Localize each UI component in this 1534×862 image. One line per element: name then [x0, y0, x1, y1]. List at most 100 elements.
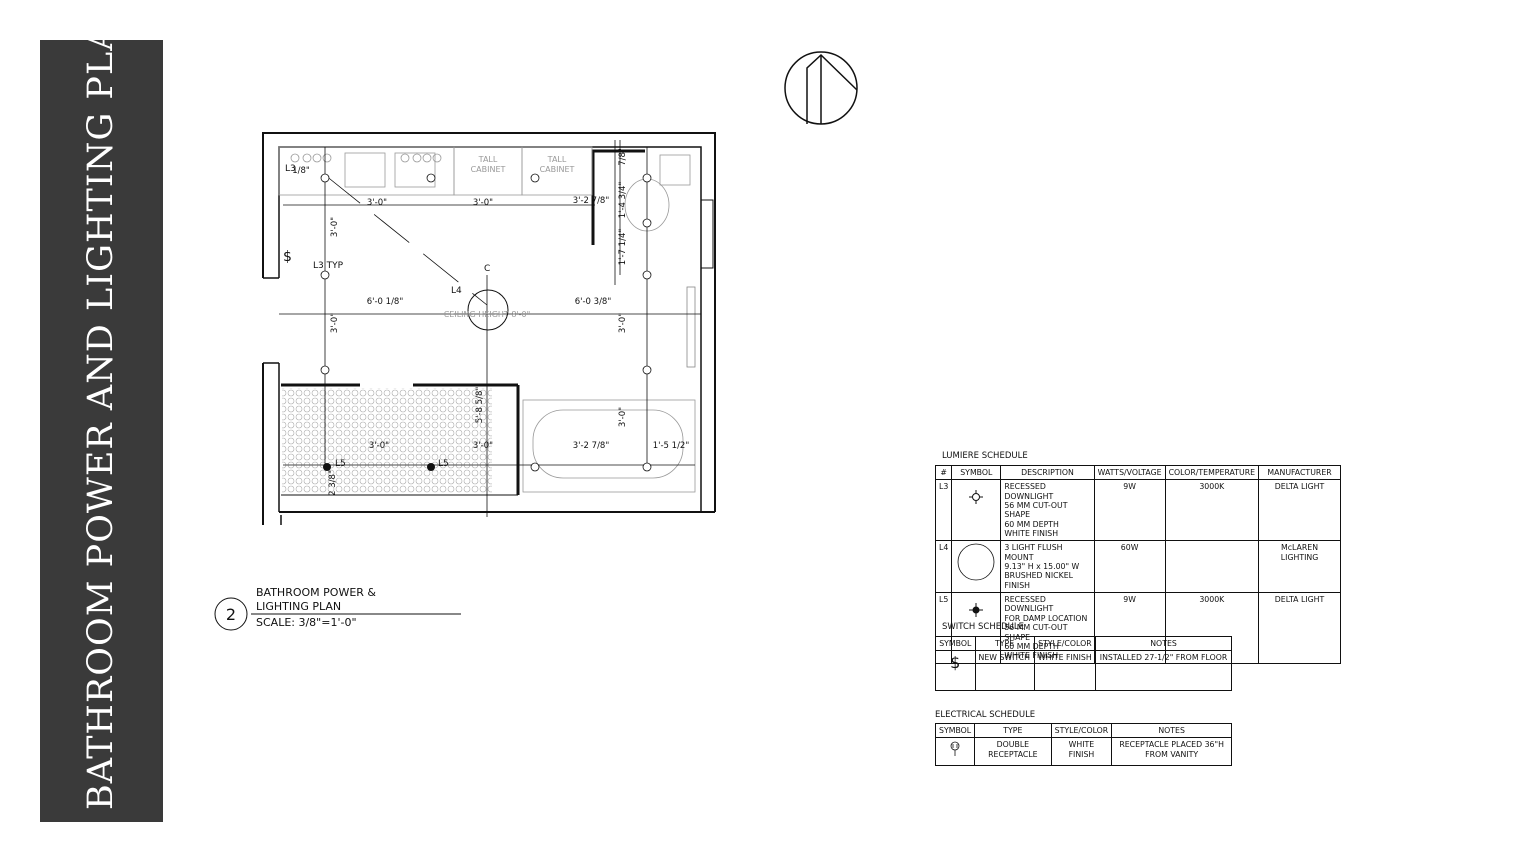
description-line: BRUSHED NICKEL [1004, 571, 1073, 581]
manufacturer-value: McLAREN LIGHTING [1258, 540, 1341, 594]
notes-value: INSTALLED 27-1/2" FROM FLOOR [1095, 650, 1232, 692]
dimension-label: 6'-0 1/8" [367, 297, 404, 307]
temperature-value: 3000K [1164, 479, 1260, 542]
manufacturer-value: DELTA LIGHT [1258, 592, 1341, 664]
table-header: NOTES [1111, 722, 1232, 739]
electrical-schedule-table: SYMBOL TYPE STYLE/COLOR NOTES DOUBLE REC… [934, 722, 1232, 767]
table-row: L4 3 LIGHT FLUSH MOUNT 9.13" H x 15.00" … [934, 540, 1341, 594]
l5-label: L5 [335, 459, 346, 469]
dimension-label: 5'-8 5/8" [475, 387, 485, 424]
fixture-id: L3 [934, 479, 953, 542]
dimension-label: 3'-0" [330, 313, 340, 333]
dimension-label: 3'-0" [618, 313, 628, 333]
floor-plan: TALL CABINET TALL CABINET CEILING HEIGHT… [262, 132, 716, 525]
dimension-label: 2 3/8" [328, 470, 338, 496]
table-header: STYLE/COLOR [1050, 722, 1113, 739]
dimension-label: 1'-5 1/2" [653, 441, 690, 451]
dimension-label: 6'-0 3/8" [575, 297, 612, 307]
dimension-label: 1'-7 1/4" [618, 229, 628, 266]
caption-number: 2 [226, 605, 236, 624]
shower-tile [282, 388, 492, 493]
description-line: RECESSED DOWNLIGHT [1004, 482, 1054, 501]
dimension-label: 1'-4 3/4" [618, 182, 628, 219]
flush-mount-icon [951, 540, 1002, 594]
dimension-lines [279, 140, 701, 517]
table-header: SYMBOL [951, 464, 1002, 481]
switch-schedule-table: SYMBOL TYPE STYLE/COLOR NOTES $ NEW SWIT… [935, 635, 1232, 692]
table-header: STYLE/COLOR [1033, 635, 1097, 652]
description-line: 9.13" H x 15.00" W [1004, 562, 1080, 572]
walls [262, 132, 716, 525]
type-value: DOUBLE RECEPTACLE [974, 737, 1052, 767]
table-header: SYMBOL [934, 722, 976, 739]
watts-value: 9W [1093, 479, 1166, 542]
temperature-value [1164, 540, 1260, 594]
dimension-label: 3'-0" [367, 198, 387, 208]
lumiere-schedule-table: # SYMBOL DESCRIPTION WATTS/VOLTAGE COLOR… [934, 464, 1341, 664]
damp-downlight-icon [323, 463, 331, 471]
electrical-schedule-title: ELECTRICAL SCHEDULE [935, 710, 1036, 720]
switch-schedule-title: SWITCH SCHEDULE [942, 622, 1024, 632]
flush-mount-light-icon [467, 289, 509, 331]
description-line: 60 MM DEPTH [1004, 519, 1059, 529]
tall-cabinet-label: TALL [547, 155, 567, 164]
l5-label: L5 [438, 459, 449, 469]
north-arrow-icon [784, 51, 858, 125]
notes-value: RECEPTACLE PLACED 36"H FROM VANITY [1111, 737, 1232, 767]
style-value: WHITE FINISH [1050, 737, 1113, 767]
table-header: DESCRIPTION [1000, 464, 1095, 481]
table-header: TYPE [974, 635, 1035, 652]
lumiere-schedule-title: LUMIERE SCHEDULE [942, 451, 1028, 461]
dimension-label: 3'-0" [618, 407, 628, 427]
dimension-label: 7/8" [618, 148, 628, 166]
description-line: RECESSED DOWNLIGHT [1004, 595, 1054, 614]
receptacle-icon [934, 737, 976, 767]
downlight-icons [320, 173, 652, 472]
type-value: NEW SWITCH [974, 650, 1035, 692]
description-line: 3 LIGHT FLUSH MOUNT [1004, 543, 1063, 562]
watts-value: 60W [1093, 540, 1166, 594]
tall-cabinet-label: CABINET [540, 165, 575, 174]
downlight-icon [951, 479, 1002, 542]
table-row: DOUBLE RECEPTACLE WHITE FINISH RECEPTACL… [934, 737, 1232, 767]
dimension-label: 3'-0" [473, 198, 493, 208]
dimension-label: 3'-2 7/8" [573, 441, 610, 451]
table-header: # [934, 464, 953, 481]
centerline-label: C [484, 264, 490, 274]
dimension-label: 3'-0" [330, 217, 340, 237]
caption-bubble: 2 [214, 597, 461, 631]
table-header: COLOR/TEMPERATURE [1164, 464, 1260, 481]
dimension-label: 3'-0" [369, 441, 389, 451]
l4-label: L4 [451, 286, 462, 296]
description-line: FINISH [1004, 580, 1031, 590]
description-line: FOR DAMP LOCATION [1004, 613, 1088, 623]
manufacturer-value: DELTA LIGHT [1258, 479, 1341, 542]
caption-line2: LIGHTING PLAN [256, 600, 342, 613]
caption-line1: BATHROOM POWER & [256, 586, 376, 599]
sheet-title: BATHROOM POWER AND LIGHTING PLAN [81, 0, 121, 810]
description-line: 56 MM CUT-OUT SHAPE [1004, 501, 1068, 520]
tall-cabinet-label: CABINET [471, 165, 506, 174]
table-header: NOTES [1095, 635, 1232, 652]
description-line: WHITE FINISH [1004, 529, 1059, 539]
l3-corner-label: L3 [285, 164, 296, 174]
switch-icon: $ [283, 249, 292, 265]
caption-scale: SCALE: 3/8"=1'-0" [256, 616, 357, 629]
table-header: MANUFACTURER [1258, 464, 1341, 481]
ceiling-height-label: CEILING HEIGHT 8'-0" [444, 310, 531, 319]
switch-icon: $ [935, 650, 976, 692]
table-header: TYPE [974, 722, 1052, 739]
dimension-label: 3'-0" [473, 441, 493, 451]
title-bar [40, 40, 163, 822]
table-header: SYMBOL [935, 635, 976, 652]
table-row: L3 RECESSED DOWNLIGHT 56 MM CUT-OUT SHAP… [934, 479, 1341, 542]
tall-cabinet-label: TALL [478, 155, 498, 164]
table-header: WATTS/VOLTAGE [1093, 464, 1166, 481]
cabinetry [278, 146, 696, 493]
fixture-id: L4 [934, 540, 953, 594]
table-row: $ NEW SWITCH WHITE FINISH INSTALLED 27-1… [935, 650, 1232, 692]
dimension-label: 3'-2 7/8" [573, 196, 610, 206]
damp-downlight-icon [427, 463, 435, 471]
l3-typ-label: L3 TYP [313, 261, 344, 271]
style-value: WHITE FINISH [1033, 650, 1097, 692]
